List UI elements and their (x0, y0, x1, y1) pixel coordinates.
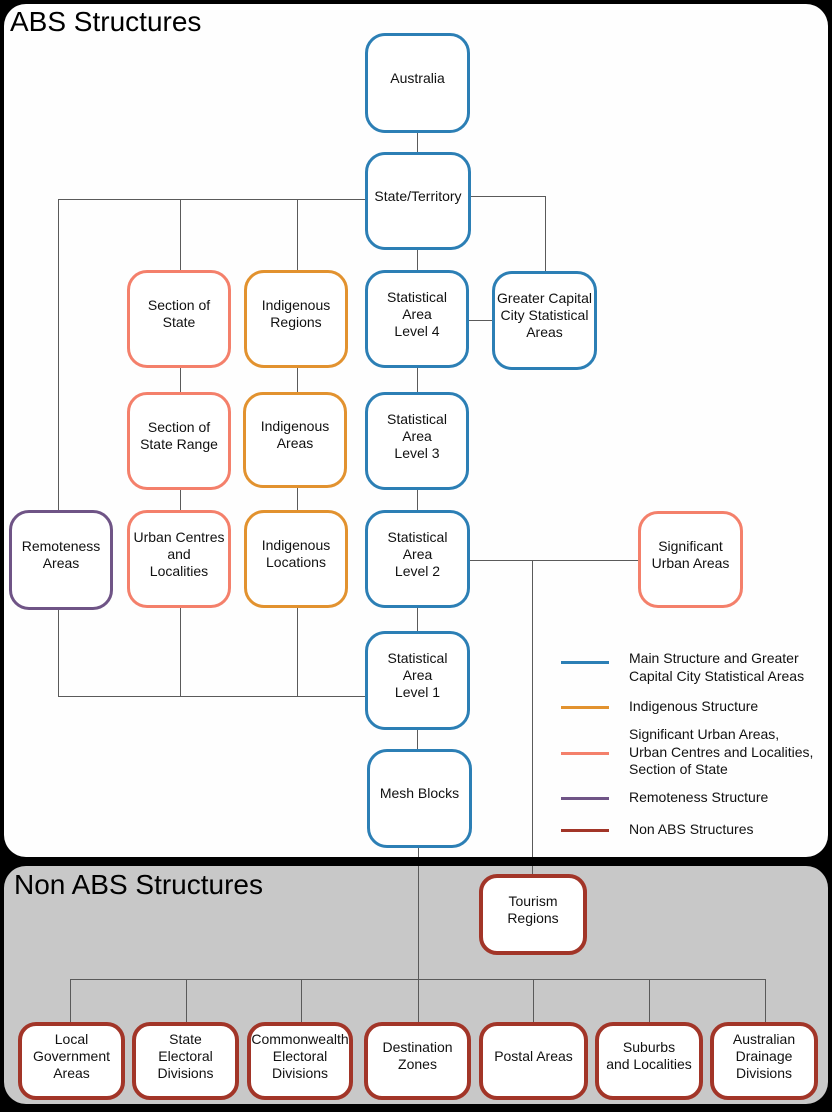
node-significant-urban-areas: Significant Urban Areas (638, 511, 743, 608)
node-state-electoral-divisions: State Electoral Divisions (132, 1022, 239, 1100)
legend-swatch-sua-structure (561, 752, 609, 755)
legend-swatch-remoteness-structure (561, 797, 609, 800)
node-indigenous-areas: Indigenous Areas (243, 392, 347, 488)
connector-line (471, 196, 545, 197)
node-section-of-state-range: Section of State Range (127, 392, 231, 490)
legend-label-remoteness-structure: Remoteness Structure (629, 789, 769, 805)
connector-line (532, 560, 533, 857)
legend-label-indigenous-structure: Indigenous Structure (629, 698, 759, 714)
node-postal-areas: Postal Areas (479, 1022, 588, 1100)
connector-line (58, 696, 365, 697)
node-australian-drainage-divisions: Australian Drainage Divisions (710, 1022, 818, 1100)
node-label: Australian Drainage Divisions (732, 1030, 796, 1081)
abs-structures-title: ABS Structures (10, 6, 202, 37)
connector-line (58, 199, 59, 510)
connector-line (765, 979, 766, 1022)
node-label: Mesh Blocks (379, 785, 460, 801)
connector-line (180, 199, 181, 270)
connector-line (70, 979, 766, 980)
connector-line (180, 608, 181, 697)
node-label: Section of State Range (140, 419, 218, 452)
legend-swatch-indigenous-structure (561, 706, 609, 709)
node-label: State Electoral Divisions (157, 1030, 214, 1081)
connector-line (297, 488, 298, 510)
node-label: Indigenous Locations (261, 537, 331, 570)
node-destination-zones: Destination Zones (364, 1022, 471, 1100)
node-label: Indigenous Areas (260, 418, 330, 451)
connector-line (297, 199, 298, 270)
node-label: Indigenous Regions (261, 297, 331, 330)
legend-label-sua-structure: Significant Urban Areas, Urban Centres a… (629, 726, 814, 777)
node-greater-capital-city-statistical-areas: Greater Capital City Statistical Areas (492, 271, 597, 370)
connector-line (649, 979, 650, 1022)
node-statistical-area-level-1: Statistical Area Level 1 (365, 631, 470, 730)
legend-label-non-abs-structures: Non ABS Structures (629, 821, 754, 837)
connector-line (418, 866, 419, 1022)
node-label: Australia (390, 69, 445, 86)
connector-line (417, 608, 418, 631)
node-label: Remoteness Areas (21, 538, 101, 571)
connector-line (58, 610, 59, 697)
node-label: State/Territory (374, 187, 462, 204)
connector-line (545, 196, 546, 271)
connector-line (70, 979, 71, 1022)
node-statistical-area-level-4: Statistical Area Level 4 (365, 270, 469, 368)
node-label: Greater Capital City Statistical Areas (497, 290, 592, 340)
connector-line (417, 730, 418, 749)
node-label: Statistical Area Level 1 (387, 650, 448, 700)
node-label: Tourism Regions (507, 892, 559, 926)
node-indigenous-locations: Indigenous Locations (244, 510, 348, 608)
node-suburbs-and-localities: Suburbs and Localities (595, 1022, 703, 1100)
node-label: Commonwealth Electoral Divisions (251, 1030, 349, 1081)
node-label: Significant Urban Areas (651, 537, 730, 571)
node-local-government-areas: Local Government Areas (18, 1022, 125, 1100)
connector-line (297, 368, 298, 392)
legend-swatch-main-structure (561, 661, 609, 664)
connector-line (297, 608, 298, 697)
connector-line (58, 199, 365, 200)
node-tourism-regions: Tourism Regions (479, 874, 587, 955)
node-remoteness-areas: Remoteness Areas (9, 510, 113, 610)
node-label: Urban Centres and Localities (133, 528, 225, 579)
connector-line (533, 979, 534, 1022)
non-abs-structures-title: Non ABS Structures (14, 869, 264, 900)
connector-line (417, 490, 418, 510)
node-mesh-blocks: Mesh Blocks (367, 749, 472, 848)
node-label: Suburbs and Localities (606, 1039, 692, 1072)
legend-swatch-non-abs-structures (561, 829, 609, 832)
node-state-territory: State/Territory (365, 152, 471, 250)
node-indigenous-regions: Indigenous Regions (244, 270, 348, 368)
connector-line (417, 250, 418, 270)
node-urban-centres-and-localities: Urban Centres and Localities (127, 510, 231, 608)
connector-line (470, 560, 638, 561)
node-label: Statistical Area Level 4 (387, 288, 447, 339)
node-australia: Australia (365, 33, 470, 133)
node-label: Statistical Area Level 2 (387, 528, 448, 579)
node-label: Section of State (147, 297, 211, 330)
node-label: Local Government Areas (32, 1030, 111, 1081)
connector-line (301, 979, 302, 1022)
node-statistical-area-level-2: Statistical Area Level 2 (365, 510, 470, 608)
node-commonwealth-electoral-divisions: Commonwealth Electoral Divisions (247, 1022, 353, 1100)
node-label: Destination Zones (382, 1039, 453, 1072)
node-statistical-area-level-3: Statistical Area Level 3 (365, 392, 469, 490)
connector-line (186, 979, 187, 1022)
connector-line (180, 368, 181, 392)
node-section-of-state: Section of State (127, 270, 231, 368)
connector-line (417, 133, 418, 152)
legend-label-main-structure: Main Structure and Greater Capital City … (629, 650, 805, 684)
node-label: Statistical Area Level 3 (387, 410, 447, 461)
connector-line (417, 368, 418, 392)
connector-line (469, 320, 492, 321)
node-label: Postal Areas (494, 1047, 573, 1064)
connector-line (418, 848, 419, 857)
connector-line (532, 866, 533, 874)
connector-line (180, 490, 181, 510)
